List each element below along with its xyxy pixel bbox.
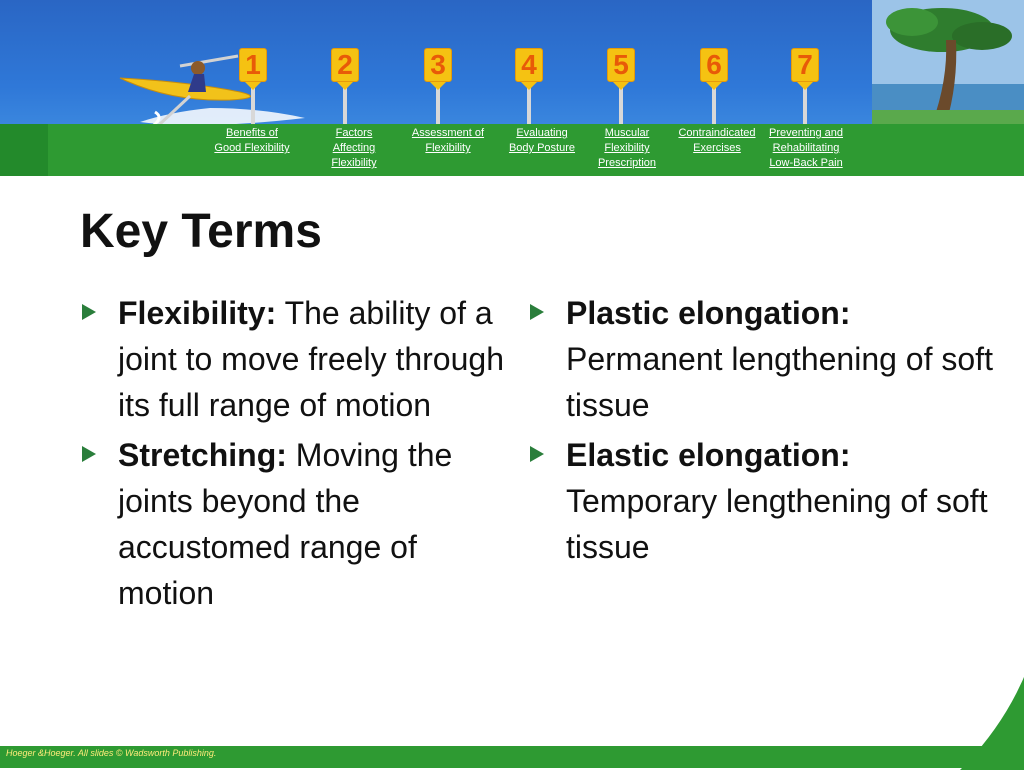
footer-copyright: Hoeger &Hoeger. All slides © Wadsworth P…: [6, 748, 217, 758]
nav-link-factors[interactable]: Factors Affecting Flexibility: [304, 126, 404, 171]
nav-sign-6[interactable]: 6: [700, 48, 728, 124]
bullet-arrow-icon: [82, 446, 96, 462]
nav-sign-number: 5: [613, 49, 629, 80]
tree-illustration: [872, 0, 1024, 124]
nav-sign-3[interactable]: 3: [424, 48, 452, 124]
term-label: Flexibility:: [118, 295, 277, 331]
nav-sign-7[interactable]: 7: [791, 48, 819, 124]
nav-link-line: Flexibility: [331, 157, 377, 169]
nav-link-prescription[interactable]: Muscular Flexibility Prescription: [582, 126, 672, 171]
header-banner: [0, 0, 1024, 124]
nav-link-posture[interactable]: Evaluating Body Posture: [494, 126, 590, 156]
term-item: Flexibility: The ability of a joint to m…: [78, 290, 508, 428]
nav-link-line: Prescription: [597, 157, 657, 169]
nav-link-line: Exercises: [693, 142, 741, 154]
nav-sign-number: 1: [245, 49, 261, 80]
nav-link-low-back[interactable]: Preventing and Rehabilitating Low-Back P…: [760, 126, 852, 171]
term-label: Stretching:: [118, 437, 287, 473]
term-definition: Permanent lengthening of soft tissue: [566, 341, 993, 423]
nav-sign-number: 3: [430, 49, 446, 80]
term-label: Plastic elongation:: [566, 295, 851, 331]
nav-sign-number: 2: [337, 49, 353, 80]
nav-link-line: Preventing and: [769, 127, 843, 139]
nav-link-line: Evaluating: [516, 127, 568, 139]
term-item: Elastic elongation: Temporary lengthenin…: [526, 432, 996, 570]
nav-link-contraindicated[interactable]: Contraindicated Exercises: [672, 126, 762, 156]
nav-link-assessment[interactable]: Assessment of Flexibility: [398, 126, 498, 156]
bullet-arrow-icon: [530, 304, 544, 320]
left-column: Flexibility: The ability of a joint to m…: [78, 290, 508, 620]
nav-link-line: Assessment of: [411, 127, 485, 139]
bullet-arrow-icon: [530, 446, 544, 462]
nav-link-line: Factors: [335, 127, 373, 139]
nav-link-line: Affecting: [332, 142, 376, 154]
term-item: Stretching: Moving the joints beyond the…: [78, 432, 508, 616]
footer-bar: [0, 746, 1024, 768]
right-column: Plastic elongation: Permanent lengthenin…: [526, 290, 996, 574]
nav-sign-4[interactable]: 4: [515, 48, 543, 124]
bullet-arrow-icon: [82, 304, 96, 320]
term-definition: Moving the joints beyond the accustomed …: [118, 437, 453, 611]
nav-sign-1[interactable]: 1: [239, 48, 267, 124]
nav-link-line: Flexibility: [604, 142, 650, 154]
nav-sign-number: 6: [706, 49, 722, 80]
nav-link-line: Benefits of: [226, 127, 278, 139]
nav-link-line: Flexibility: [425, 142, 471, 154]
term-label: Elastic elongation:: [566, 437, 851, 473]
nav-link-line: Good Flexibility: [214, 142, 290, 154]
term-definition: Temporary lengthening of soft tissue: [566, 483, 988, 565]
nav-bar: [0, 124, 1024, 176]
nav-sign-2[interactable]: 2: [331, 48, 359, 124]
nav-sign-5[interactable]: 5: [607, 48, 635, 124]
nav-link-line: Rehabilitating: [772, 142, 840, 154]
nav-link-line: Muscular: [604, 127, 650, 139]
nav-link-line: Contraindicated: [678, 127, 756, 139]
nav-sign-number: 7: [797, 49, 813, 80]
term-definition: The ability of a joint to move freely th…: [118, 295, 504, 423]
nav-link-line: Low-Back Pain: [769, 157, 843, 169]
nav-bar-left-block: [0, 124, 48, 176]
term-item: Plastic elongation: Permanent lengthenin…: [526, 290, 996, 428]
nav-sign-number: 4: [521, 49, 537, 80]
nav-link-line: Body Posture: [508, 142, 576, 154]
nav-link-benefits[interactable]: Benefits of Good Flexibility: [196, 126, 308, 156]
kayaker-illustration: [119, 54, 305, 124]
page-title: Key Terms: [80, 205, 322, 258]
